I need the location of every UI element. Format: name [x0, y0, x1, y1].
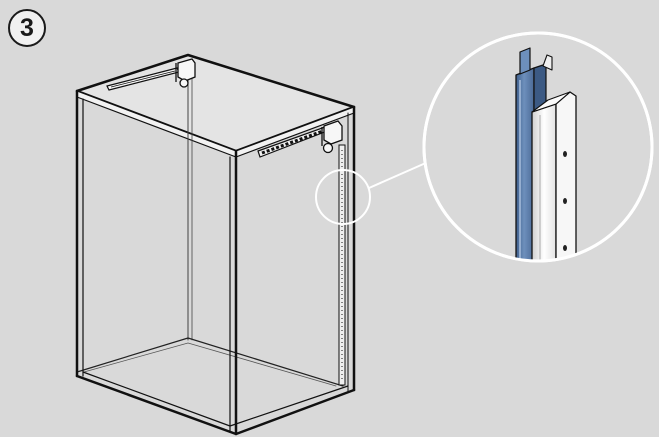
white-profile	[531, 54, 577, 261]
cabinet-frame	[75, 53, 356, 436]
profile-hole	[563, 151, 567, 157]
vertical-strip-cabinet	[338, 144, 346, 386]
profile-hole	[563, 245, 567, 251]
cabinet-bottom-back	[76, 337, 344, 387]
back-bracket	[175, 58, 196, 88]
step-number: 3	[20, 13, 34, 42]
front-bracket	[321, 120, 343, 154]
cabinet-bottom-front	[75, 374, 356, 436]
callout-connector	[368, 161, 429, 189]
step-number-badge: 3	[8, 9, 46, 47]
detail-highlight-circle	[315, 169, 371, 225]
profile-hole	[563, 198, 567, 204]
detail-callout	[422, 31, 654, 263]
